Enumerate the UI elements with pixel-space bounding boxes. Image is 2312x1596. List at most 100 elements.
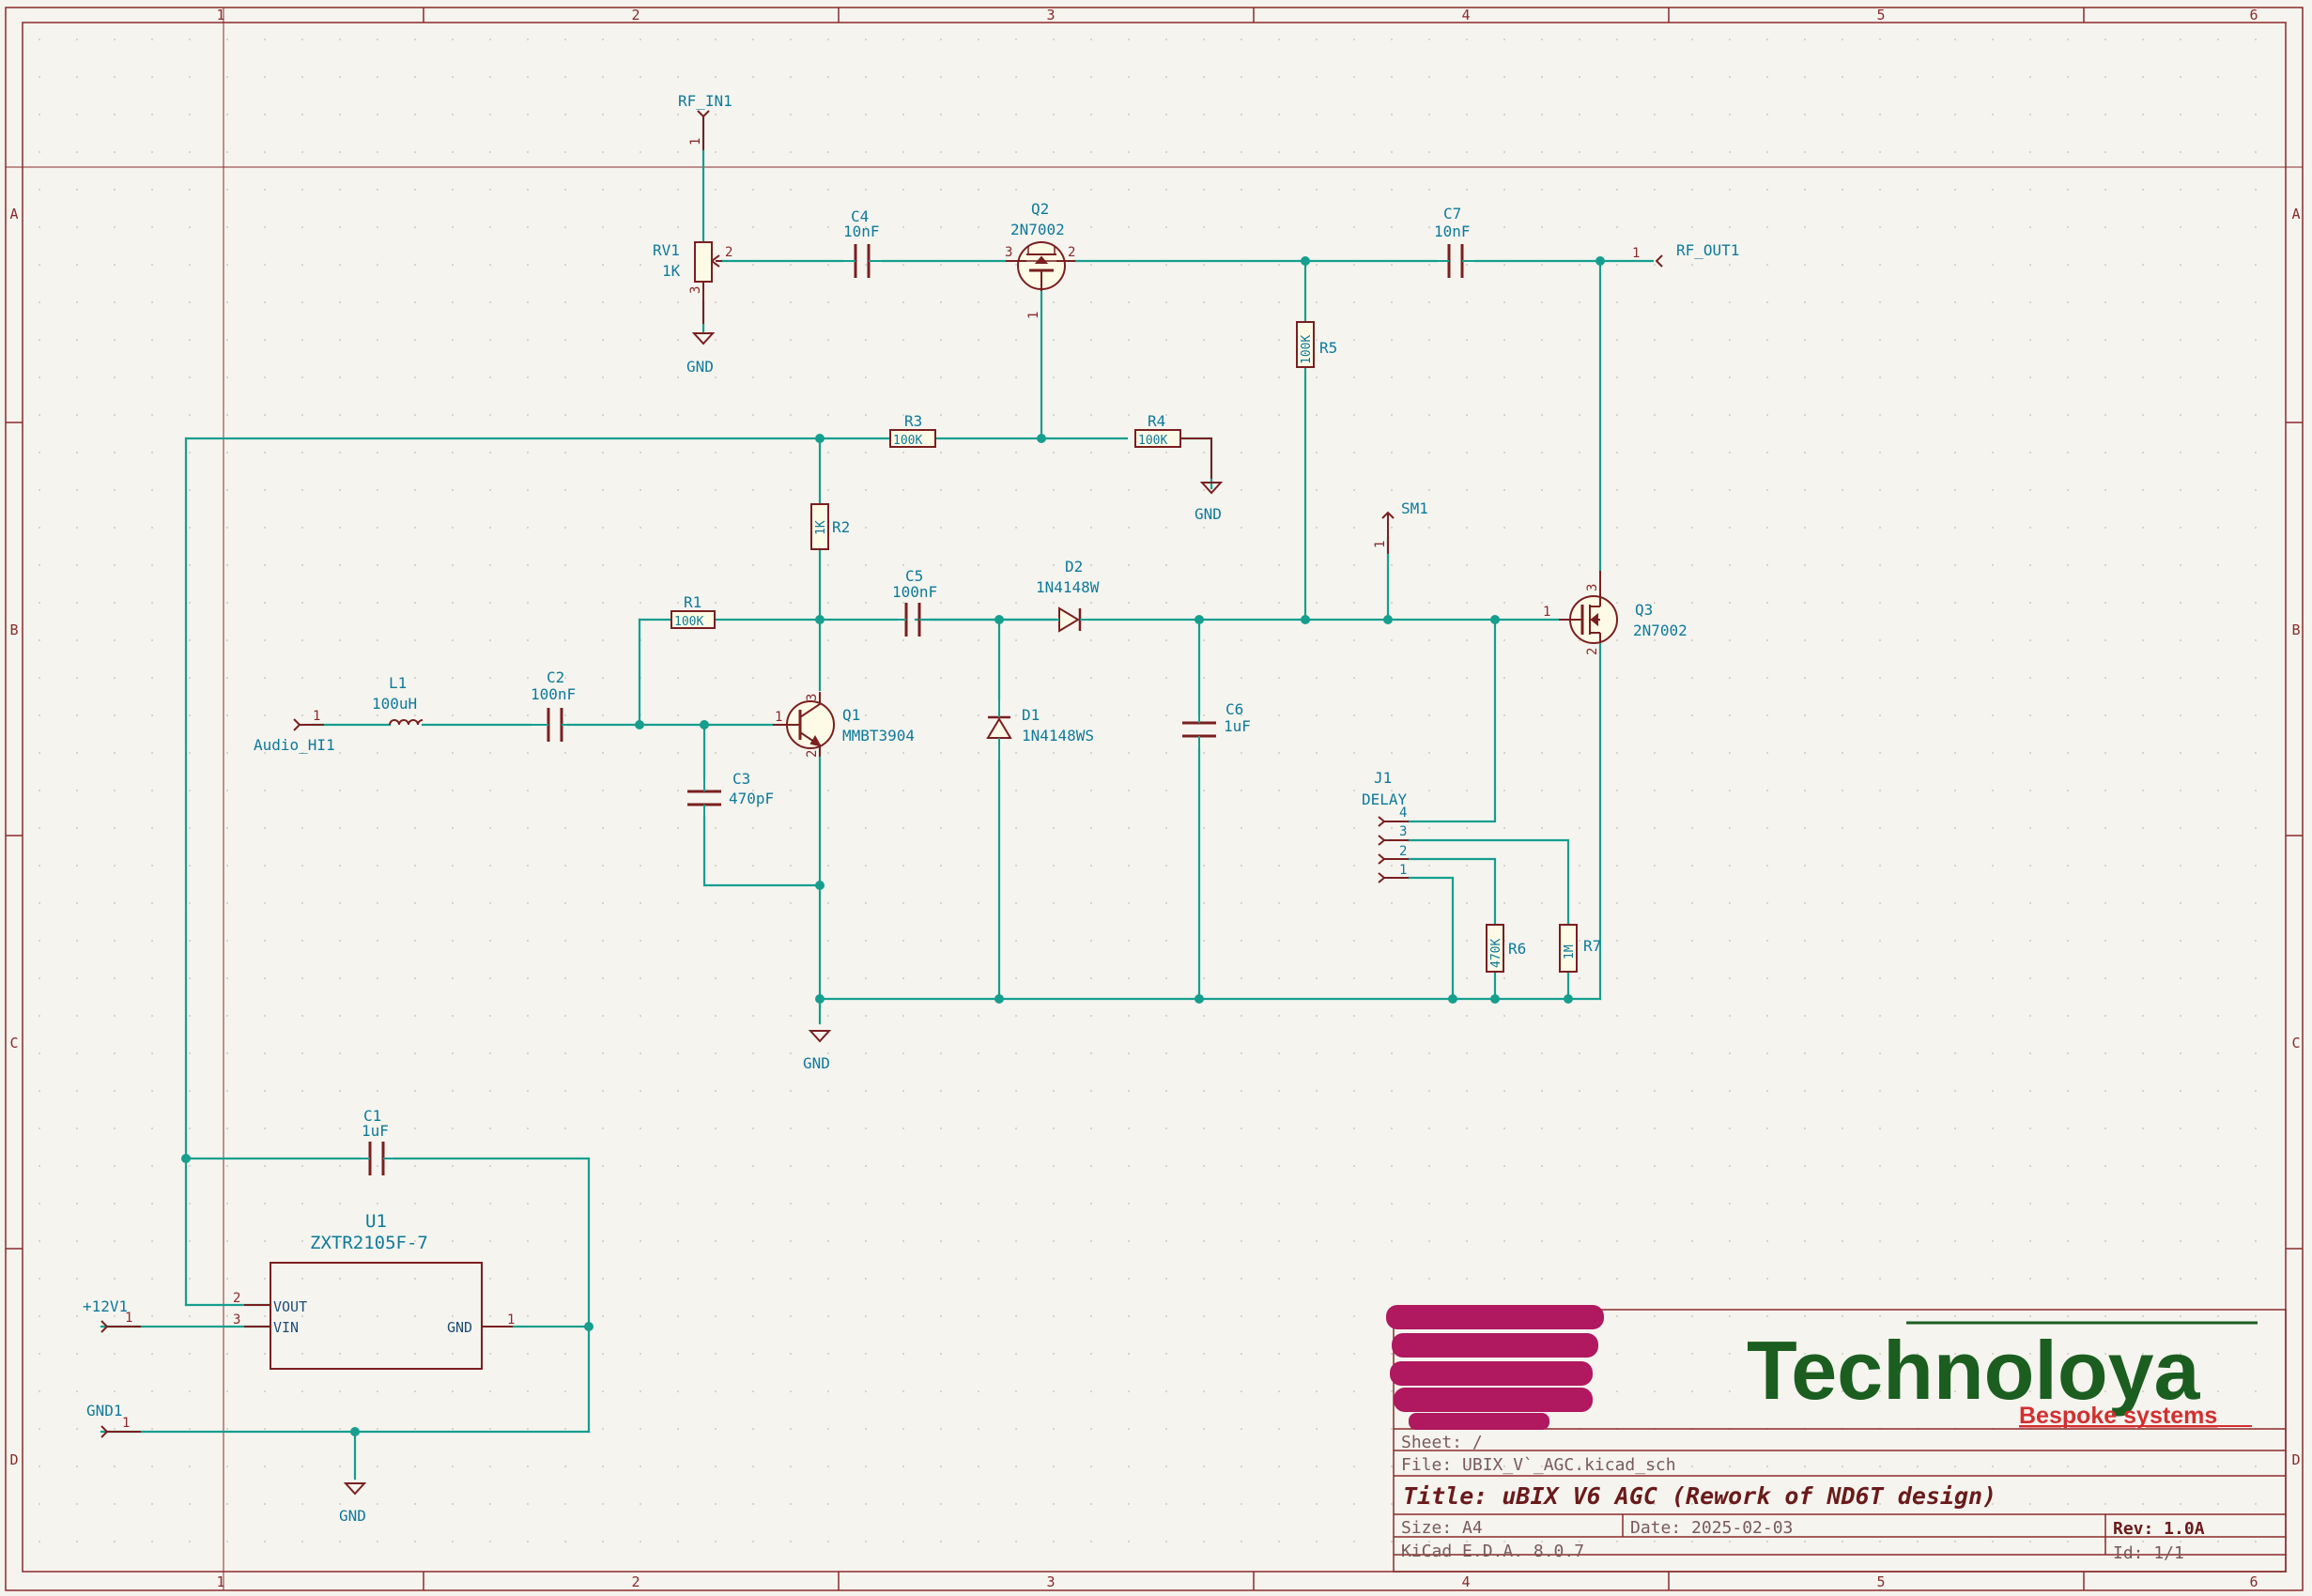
- j1-ref: J1: [1374, 769, 1392, 787]
- redaction-scribble: [1386, 1305, 1604, 1430]
- row-label-d-right: D: [2291, 1451, 2300, 1468]
- d1-ref: D1: [1022, 706, 1040, 724]
- port-rf-in-arrow: [697, 110, 710, 150]
- r2-resistor[interactable]: [810, 503, 829, 550]
- u1-pin-gnd: GND: [447, 1319, 472, 1336]
- logo-tagline: Bespoke systems: [2019, 1403, 2217, 1429]
- d2-diode[interactable]: [1056, 606, 1089, 633]
- d1-diode[interactable]: [986, 699, 1012, 760]
- junction-dot: [1564, 994, 1573, 1004]
- c7-value: 10nF: [1434, 223, 1471, 240]
- r3-ref: R3: [904, 412, 922, 430]
- d2-value: 1N4148W: [1036, 578, 1100, 596]
- junction-dot: [635, 720, 644, 729]
- q2-ref: Q2: [1031, 200, 1049, 218]
- q3-pin-2: 2: [1585, 648, 1600, 655]
- tb-date: Date: 2025-02-03: [1630, 1518, 1793, 1538]
- c3-capacitor[interactable]: [687, 779, 721, 817]
- j1-pin-4: 4: [1399, 806, 1407, 821]
- v12-pin: 1: [125, 1311, 132, 1326]
- frame-labels: 1 2 3 4 5 6 1 2 3 4 5 6 A B C D A B C D: [9, 7, 2300, 1590]
- grid-dots: [24, 24, 2288, 1572]
- row-label-b-right: B: [2291, 622, 2300, 638]
- tb-sheet: Sheet: /: [1401, 1433, 1483, 1452]
- j1-connector[interactable]: [1378, 816, 1409, 883]
- port-gnd1-label: GND1: [86, 1402, 123, 1420]
- j1-pin-1: 1: [1399, 863, 1407, 878]
- wires: [100, 115, 1655, 1481]
- tb-file: File: UBIX_V`_AGC.kicad_sch: [1401, 1455, 1676, 1475]
- r5-ref: R5: [1319, 339, 1337, 357]
- c5-value: 100nF: [892, 583, 937, 601]
- junction-dot: [700, 720, 709, 729]
- j1-value: DELAY: [1362, 790, 1408, 808]
- l1-inductor[interactable]: [389, 719, 424, 726]
- c7-ref: C7: [1443, 205, 1461, 223]
- u1-value: ZXTR2105F-7: [310, 1233, 428, 1253]
- r3-resistor[interactable]: [889, 429, 936, 448]
- r1-ref: R1: [684, 593, 701, 611]
- rv1-value: 1K: [662, 262, 681, 280]
- port-audio-arrow: [293, 718, 324, 731]
- drawing-frame: [5, 7, 2304, 1591]
- c5-capacitor[interactable]: [897, 603, 930, 637]
- c6-capacitor[interactable]: [1182, 714, 1216, 749]
- q1-transistor[interactable]: [773, 692, 835, 757]
- c2-ref: C2: [547, 668, 564, 686]
- junction-dot: [815, 434, 825, 443]
- col-label-5-bottom: 5: [1876, 1573, 1885, 1590]
- l1-ref: L1: [389, 674, 407, 692]
- u1-regulator[interactable]: [244, 1262, 513, 1370]
- r6-ref: R6: [1508, 940, 1526, 958]
- rv1-potentiometer[interactable]: [694, 241, 722, 324]
- u1-pin-1-num: 1: [507, 1312, 515, 1327]
- row-label-c-right: C: [2291, 1035, 2300, 1051]
- q3-mosfet[interactable]: [1559, 571, 1618, 644]
- rv1-pin-2: 2: [725, 245, 732, 260]
- q1-pin-1: 1: [775, 710, 782, 725]
- tb-rev: Rev: 1.0A: [2113, 1519, 2205, 1539]
- junction-dot: [1301, 615, 1310, 624]
- r4-ref: R4: [1148, 412, 1165, 430]
- r6-resistor[interactable]: [1486, 924, 1504, 973]
- tb-size: Size: A4: [1401, 1518, 1483, 1538]
- junction-dot: [815, 994, 825, 1004]
- r7-resistor[interactable]: [1559, 924, 1578, 973]
- gnd1-pin: 1: [122, 1416, 130, 1431]
- junction-dot: [1490, 615, 1500, 624]
- c7-capacitor[interactable]: [1437, 244, 1475, 278]
- col-label-3-bottom: 3: [1046, 1573, 1055, 1590]
- row-label-c: C: [9, 1035, 18, 1051]
- c5-ref: C5: [905, 567, 923, 585]
- r7-value: 1M: [1563, 944, 1577, 959]
- junction-dot: [994, 994, 1004, 1004]
- sm1-pin: 1: [1373, 541, 1388, 548]
- r1-resistor[interactable]: [670, 610, 716, 629]
- port-rf-out-label: RF_OUT1: [1676, 241, 1739, 259]
- q3-value: 2N7002: [1633, 622, 1688, 639]
- q1-pin-3: 3: [805, 694, 820, 701]
- junction-dot: [350, 1427, 360, 1436]
- r4-value: 100K: [1138, 434, 1167, 448]
- c1-capacitor[interactable]: [360, 1142, 394, 1175]
- port-rf-in-label: RF_IN1: [678, 92, 732, 110]
- row-label-d: D: [9, 1451, 18, 1468]
- q3-ref: Q3: [1635, 601, 1653, 619]
- rv1-pin-1: 1: [688, 138, 703, 146]
- c4-capacitor[interactable]: [842, 244, 883, 278]
- col-label-6: 6: [2249, 7, 2258, 23]
- q2-mosfet[interactable]: [1006, 241, 1075, 291]
- r3-value: 100K: [893, 434, 922, 448]
- port-12v-label: +12V1: [83, 1297, 128, 1315]
- q3-pin-3: 3: [1585, 584, 1600, 591]
- col-label-6-bottom: 6: [2249, 1573, 2258, 1590]
- junction-dot: [1195, 615, 1204, 624]
- gnd-label-rv1: GND: [686, 358, 714, 376]
- r5-resistor[interactable]: [1296, 321, 1315, 368]
- tb-id: Id: 1/1: [2113, 1543, 2184, 1563]
- u1-pin-2-num: 2: [233, 1291, 240, 1306]
- title-block: Technoloya Bespoke systems Sheet: / File…: [1386, 1305, 2287, 1573]
- col-label-3: 3: [1046, 7, 1055, 23]
- c2-capacitor[interactable]: [531, 708, 568, 742]
